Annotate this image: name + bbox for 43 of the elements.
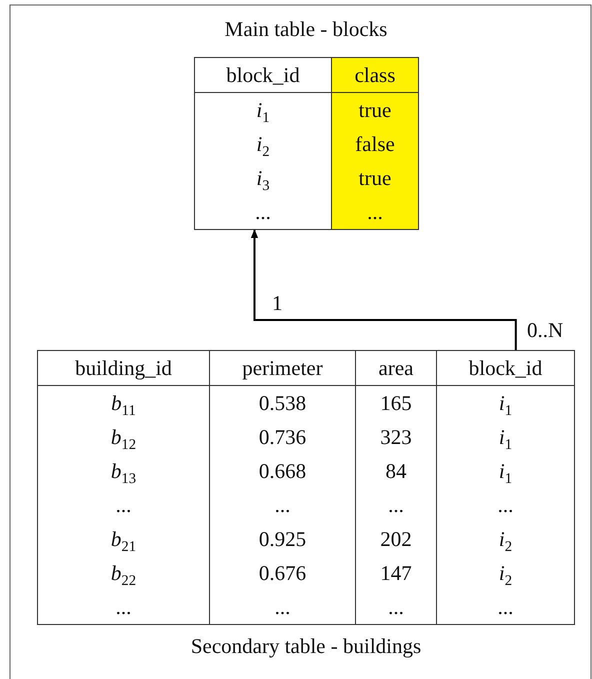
- connector-arrow: [250, 229, 517, 350]
- table-value: 0.538: [210, 386, 356, 420]
- table-value: ...: [436, 488, 574, 522]
- column-header: perimeter: [210, 350, 356, 386]
- column-header: area: [356, 350, 436, 386]
- table-value: b$_{22}$: [38, 556, 210, 590]
- multiplicity-label: 1: [272, 293, 282, 314]
- column-header: class: [332, 58, 418, 92]
- column-header: block_id: [436, 350, 574, 386]
- table-value: 84: [356, 454, 436, 488]
- table-value: ...: [210, 488, 356, 522]
- table-value: ...: [38, 590, 210, 624]
- table-value: b$_{12}$: [38, 420, 210, 454]
- table-value: i$_{2}$: [436, 556, 574, 590]
- table-title: Main table - blocks: [224, 17, 388, 42]
- table-value: b$_{21}$: [38, 522, 210, 556]
- table-value: b$_{13}$: [38, 454, 210, 488]
- multiplicity-label: 0..N: [527, 320, 564, 341]
- table-value: i$_{2}$: [436, 522, 574, 556]
- table-value: i$_{1}$: [436, 454, 574, 488]
- table-value: ...: [332, 195, 418, 230]
- table-value: 323: [356, 420, 436, 454]
- table-value: ...: [38, 488, 210, 522]
- table-value: false: [332, 127, 418, 161]
- table-value: 0.925: [210, 522, 356, 556]
- table-value: i$_{1}$: [436, 420, 574, 454]
- table-value: 147: [356, 556, 436, 590]
- table-value: 0.668: [210, 454, 356, 488]
- table-value: b$_{11}$: [38, 386, 210, 420]
- table-value: i$_{1}$: [436, 386, 574, 420]
- table-value: true: [332, 92, 418, 127]
- table-value: ...: [436, 590, 574, 624]
- column-header: block_id: [194, 58, 332, 92]
- table-value: 202: [356, 522, 436, 556]
- table-value: 165: [356, 386, 436, 420]
- table-value: true: [332, 161, 418, 195]
- table-title: Secondary table - buildings: [190, 634, 422, 659]
- table-value: 0.676: [210, 556, 356, 590]
- table-value: ...: [210, 590, 356, 624]
- column-header: building_id: [38, 350, 210, 386]
- table-value: ...: [356, 488, 436, 522]
- table-value: ...: [356, 590, 436, 624]
- table-value: 0.736: [210, 420, 356, 454]
